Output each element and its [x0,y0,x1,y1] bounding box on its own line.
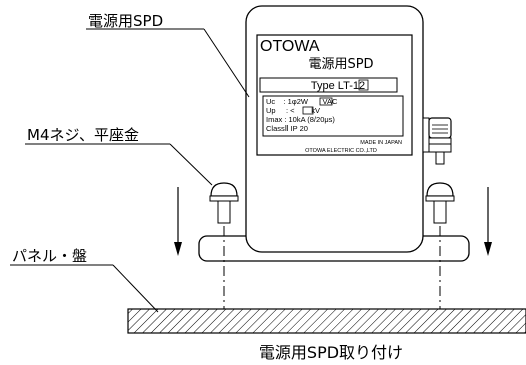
leader-device [86,28,250,98]
mounting-screw-right [425,182,455,224]
uc-blank-box [319,97,333,106]
leader-screw [25,143,213,186]
up-blank-box [302,106,314,115]
leader-panel [10,264,159,313]
insert-arrow-left [174,187,182,256]
device-type-line: Type LT-12 [311,80,365,92]
diagram-caption: 電源用SPD取り付け [259,343,403,362]
made-in-label: MADE IN JAPAN [360,140,402,146]
insert-arrow-right [484,187,492,256]
spec-up: Up : < kV [266,106,320,115]
maker-label: OTOWA ELECTRIC CO.,LTD [305,148,377,154]
label-panel: パネル・盤 [12,247,87,265]
device-product-name: 電源用SPD [308,57,373,72]
panel-board [127,308,526,334]
device-brand: OTOWA [260,38,320,55]
spec-uc: Uc : 1φ2W VAC [266,97,338,106]
mounting-screw-left [209,182,239,224]
terminal-screw-right [422,117,452,165]
spec-class: ClassⅡ IP 20 [266,124,308,133]
label-screw: M4ネジ、平座金 [27,126,139,144]
label-device: 電源用SPD [88,12,163,30]
spec-box [262,95,404,137]
spec-imax: Imax : 10kA (8/20μs) [266,115,335,124]
type-blank-box [358,79,369,91]
